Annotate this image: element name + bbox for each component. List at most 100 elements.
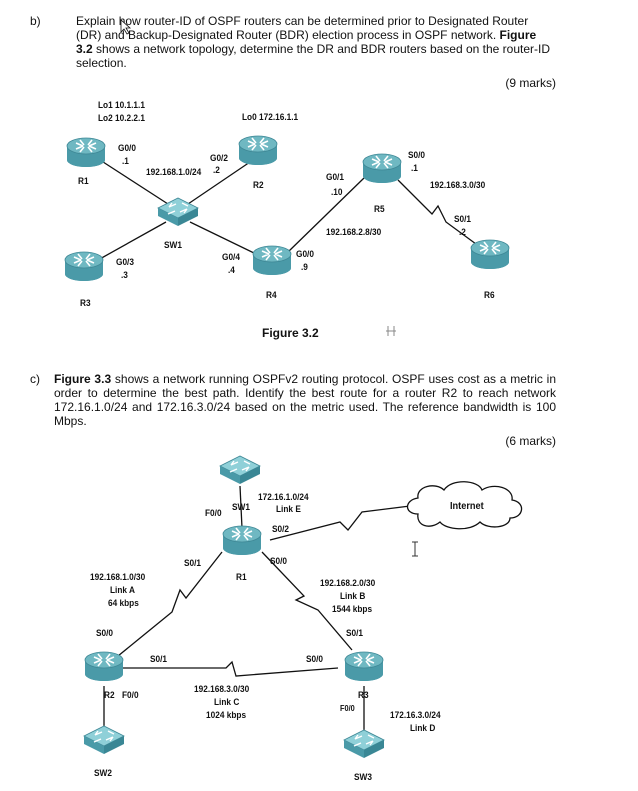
f32-r3-ip: .3 — [121, 270, 128, 280]
f33-r1-s02: S0/2 — [272, 524, 290, 534]
switch-sw1-f3-icon — [219, 455, 261, 485]
f33-link-a: Link A — [110, 585, 135, 595]
f33-link-b: Link B — [340, 591, 366, 601]
f33-net-c: 192.168.3.0/30 — [194, 684, 250, 694]
f33-r2-f00: F0/0 — [122, 690, 139, 700]
wire-r2-r3-serial — [120, 660, 339, 677]
f32-r5-name: R5 — [374, 204, 385, 214]
f32-r5-ip10: .10 — [331, 187, 343, 197]
f33-r1-name: R1 — [236, 572, 247, 582]
f32-net1: 192.168.1.0/24 — [146, 167, 202, 177]
f33-internet-label: Internet — [450, 501, 484, 512]
f33-r1-s00: S0/0 — [270, 556, 288, 566]
question-c-text-1: shows a network running OSPFv2 routing p… — [54, 372, 557, 428]
f32-r1-lo1: Lo1 10.1.1.1 — [98, 100, 145, 110]
f32-r6-s01: S0/1 — [454, 214, 472, 224]
f32-r1-g00: G0/0 — [118, 143, 136, 153]
question-b-figure-ref: Figure 3.2 — [76, 28, 537, 56]
f32-r3-name: R3 — [80, 298, 91, 308]
f33-r3-s01: S0/1 — [346, 628, 364, 638]
f33-r3-s00: S0/0 — [306, 654, 324, 664]
f33-sw3-name: SW3 — [354, 772, 372, 782]
router-r5-icon — [362, 153, 402, 184]
wire-r1-r2-serial — [117, 551, 223, 657]
wire-r1-internet-serial — [269, 505, 411, 541]
question-b-letter: b) — [30, 14, 41, 28]
f33-r2-s01: S0/1 — [150, 654, 168, 664]
f33-sw2-name: SW2 — [94, 768, 112, 778]
router-r4-icon — [252, 245, 292, 276]
f32-r6-name: R6 — [484, 290, 495, 300]
router-r2-f3-icon — [84, 651, 124, 682]
f32-r5-g01: G0/1 — [326, 172, 344, 182]
router-r3-icon — [64, 251, 104, 282]
router-r6-icon — [470, 239, 510, 270]
f33-net-d: 172.16.3.0/24 — [390, 710, 441, 720]
wire-r3-sw1 — [97, 221, 167, 261]
question-b-text-2: shows a network topology, determine the … — [76, 42, 551, 70]
f33-bw-b: 1544 kbps — [332, 604, 373, 614]
f32-r1-ip: .1 — [122, 156, 129, 166]
f33-r2-name: R2 — [104, 690, 115, 700]
question-b-marks: (9 marks) — [505, 76, 556, 90]
f32-net2: 192.168.2.8/30 — [326, 227, 382, 237]
wire-r4-r5 — [287, 177, 365, 253]
f33-r3-f00: F0/0 — [340, 704, 355, 713]
internet-cloud-icon — [406, 481, 523, 530]
f33-net-a: 192.168.1.0/30 — [90, 572, 146, 582]
f32-sw1-name: SW1 — [164, 240, 182, 250]
wire-r1-sw1 — [99, 159, 169, 205]
f32-r3-g03: G0/3 — [116, 257, 134, 267]
switch-sw3-icon — [343, 729, 385, 759]
text-cursor-icon — [412, 541, 418, 557]
wire-r1-r3-serial — [261, 551, 353, 651]
crosshair-icon — [386, 326, 396, 336]
f32-r4-name: R4 — [266, 290, 277, 300]
f32-r2-lo0: Lo0 172.16.1.1 — [242, 112, 299, 122]
wire-r2-sw1 — [187, 161, 251, 205]
wire-sw1-r1-f3 — [239, 485, 243, 529]
f32-r1-name: R1 — [78, 176, 89, 186]
switch-sw1-icon — [157, 197, 199, 227]
f33-bw-c: 1024 kbps — [206, 710, 247, 720]
f33-sw1-name: SW1 — [232, 502, 250, 512]
question-c-letter: c) — [30, 372, 40, 386]
f32-net3: 192.168.3.0/30 — [430, 180, 486, 190]
wire-r5-r6-serial — [397, 179, 477, 245]
f32-r5-ip1: .1 — [411, 163, 418, 173]
router-r3-f3-icon — [344, 651, 384, 682]
f33-net-b: 192.168.2.0/30 — [320, 578, 376, 588]
f32-r2-ip: .2 — [213, 165, 220, 175]
f32-r1-lo2: Lo2 10.2.2.1 — [98, 113, 145, 123]
f33-bw-a: 64 kbps — [108, 598, 139, 608]
wire-sw1-r4 — [189, 221, 257, 255]
figure-3-2-caption: Figure 3.2 — [262, 326, 319, 340]
f33-link-e: Link E — [276, 504, 301, 514]
f33-sw1-port: F0/0 — [205, 508, 222, 518]
f33-r3-name: R3 — [358, 690, 369, 700]
f32-r6-ip2: .2 — [459, 227, 466, 237]
f33-r2-s00: S0/0 — [96, 628, 114, 638]
switch-sw2-icon — [83, 725, 125, 755]
f32-r4-g04: G0/4 — [222, 252, 240, 262]
f32-r2-name: R2 — [253, 180, 264, 190]
question-c-text: Figure 3.3 shows a network running OSPFv… — [54, 372, 556, 428]
f32-r4-ip9: .9 — [301, 262, 308, 272]
f33-link-d: Link D — [410, 723, 436, 733]
f32-r2-g02: G0/2 — [210, 153, 228, 163]
question-c-figure-ref: Figure 3.3 — [54, 372, 112, 386]
router-r2-icon — [238, 135, 278, 166]
f33-link-c: Link C — [214, 697, 240, 707]
f33-r1-s01: S0/1 — [184, 558, 202, 568]
question-b-text-1: Explain how router-ID of OSPF routers ca… — [76, 14, 529, 42]
router-r1-icon — [66, 137, 106, 168]
f32-r4-ip4: .4 — [228, 265, 235, 275]
router-r1-f3-icon — [222, 525, 262, 556]
mouse-pointer-icon — [120, 19, 132, 35]
f32-r4-g00: G0/0 — [296, 249, 314, 259]
f33-net-e: 172.16.1.0/24 — [258, 492, 309, 502]
f32-r5-s00: S0/0 — [408, 150, 426, 160]
question-c-marks: (6 marks) — [505, 434, 556, 448]
question-b-text: Explain how router-ID of OSPF routers ca… — [76, 14, 556, 70]
